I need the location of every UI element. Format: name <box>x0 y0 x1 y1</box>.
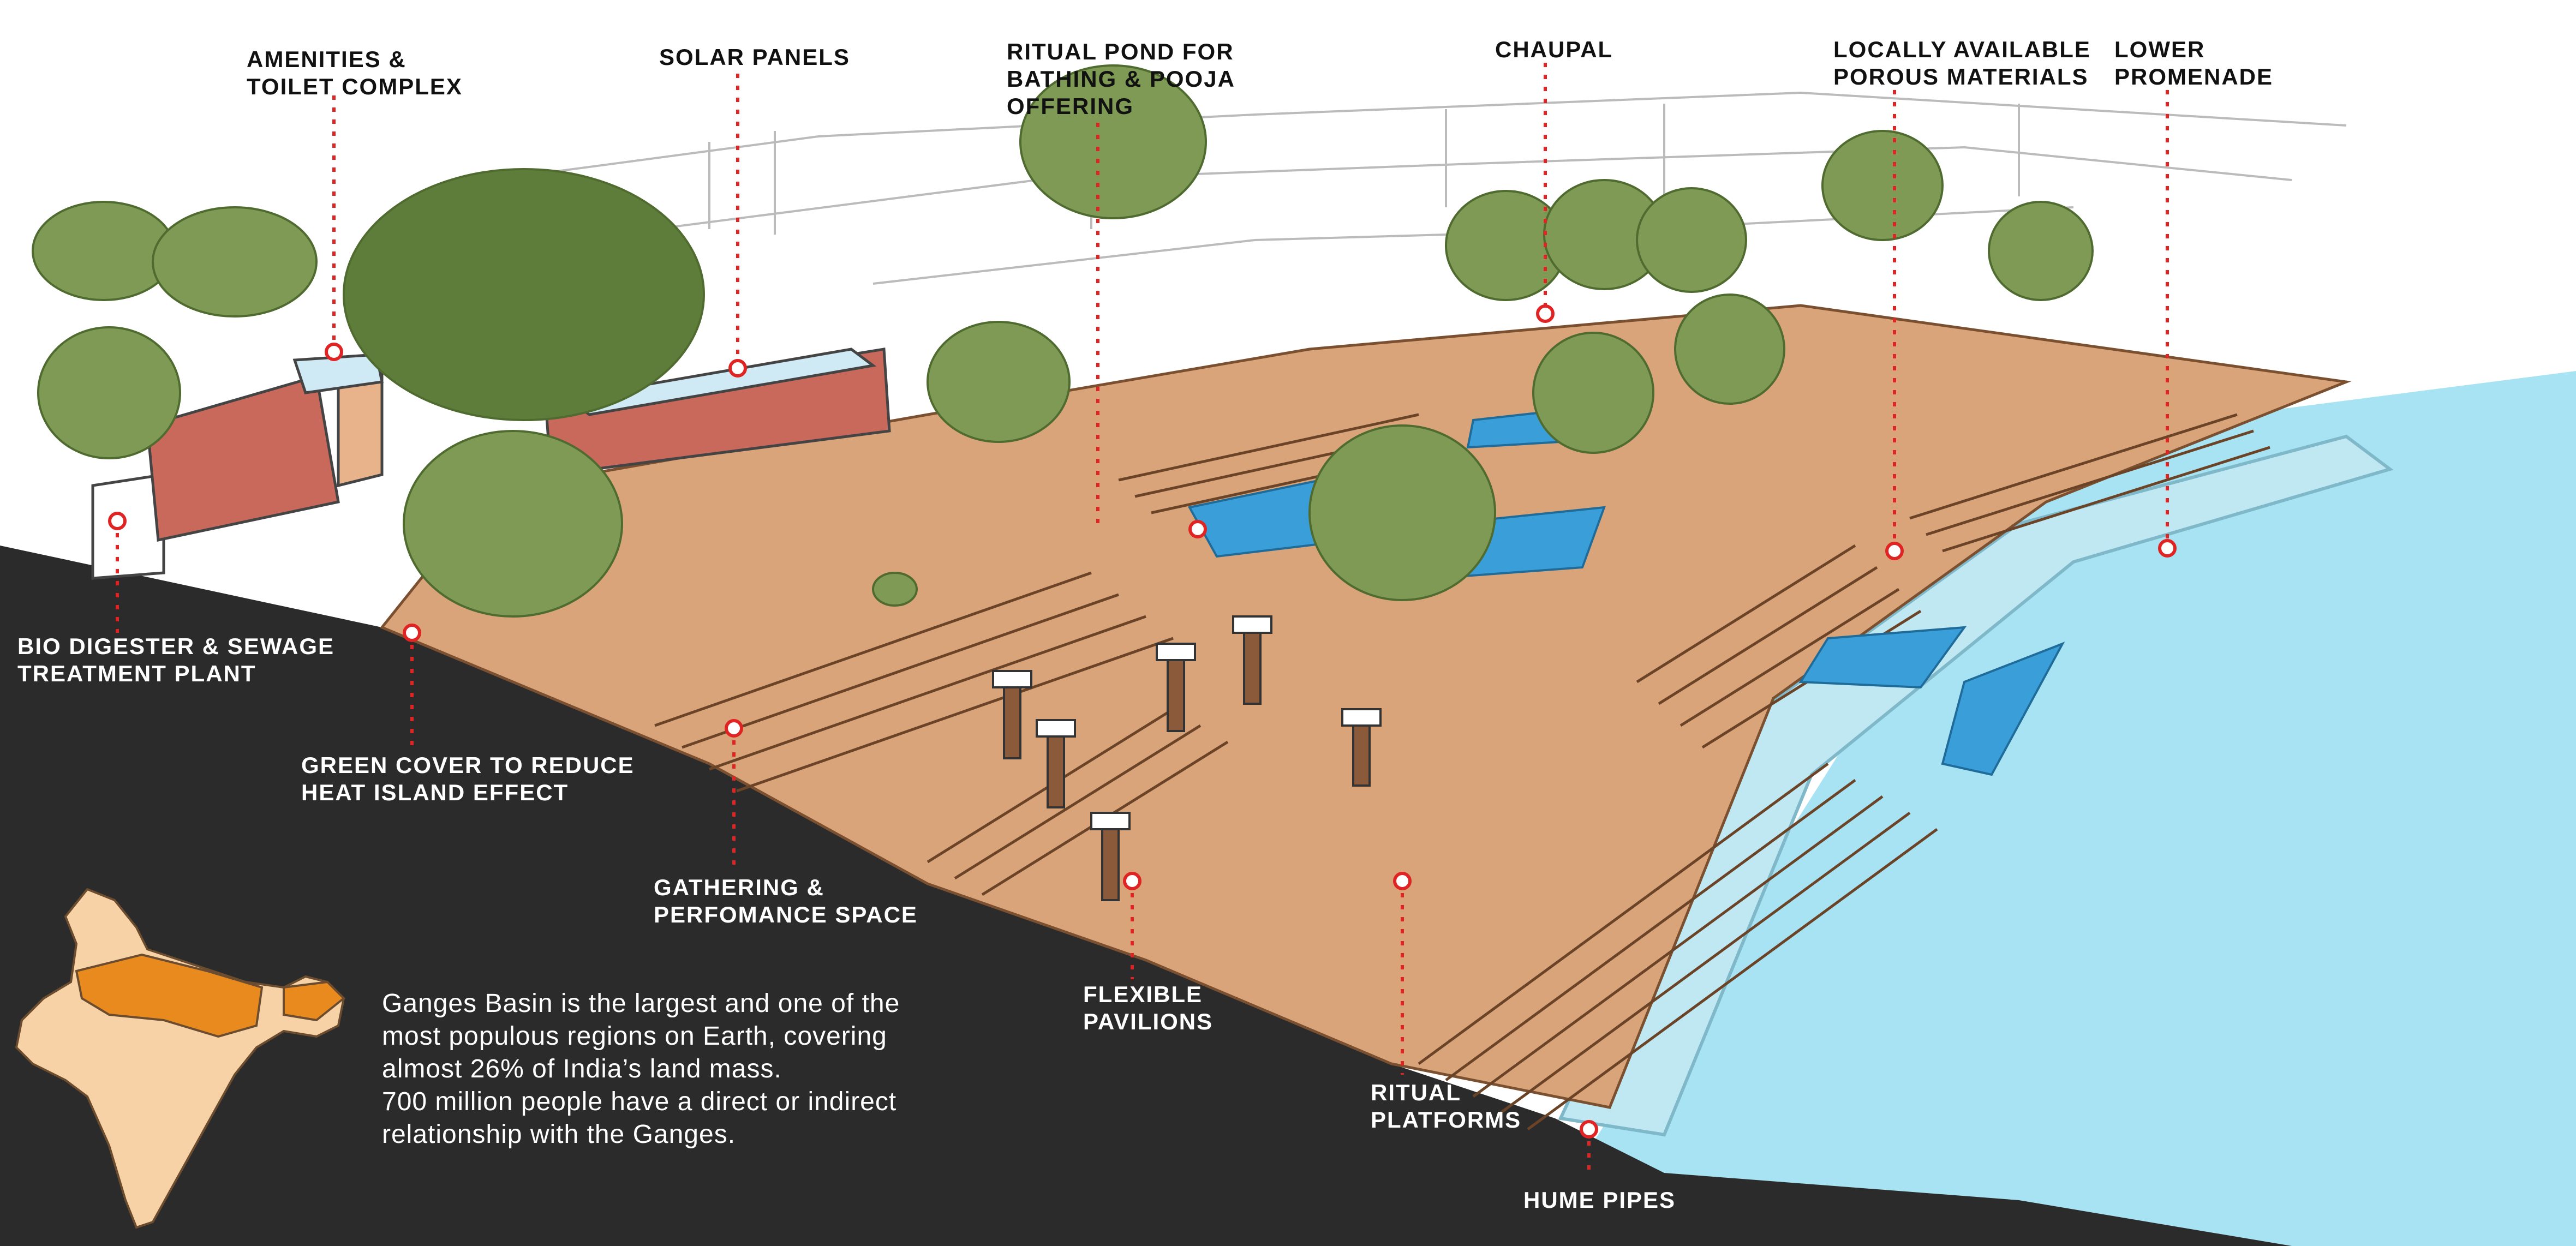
label-bio-digester: BIO DIGESTER & SEWAGETREATMENT PLANT <box>17 633 334 687</box>
label-amenities: AMENITIES &TOILET COMPLEX <box>247 46 463 100</box>
label-solar-panels: SOLAR PANELS <box>659 44 850 71</box>
label-chaupal: CHAUPAL <box>1495 36 1613 63</box>
ganges-basin-fact: Ganges Basin is the largest and one of t… <box>382 987 960 1151</box>
label-ritual-pond: RITUAL POND FORBATHING & POOJAOFFERING <box>1007 38 1235 120</box>
label-porous-materials: LOCALLY AVAILABLEPOROUS MATERIALS <box>1833 36 2091 91</box>
label-green-cover: GREEN COVER TO REDUCEHEAT ISLAND EFFECT <box>301 752 635 806</box>
label-ritual-platforms: RITUALPLATFORMS <box>1371 1079 1521 1134</box>
label-gathering-space: GATHERING &PERFOMANCE SPACE <box>654 874 918 928</box>
label-hume-pipes: HUME PIPES <box>1523 1187 1676 1214</box>
label-flexible-pavilions: FLEXIBLEPAVILIONS <box>1083 981 1213 1035</box>
label-lower-promenade: LOWERPROMENADE <box>2114 36 2273 91</box>
